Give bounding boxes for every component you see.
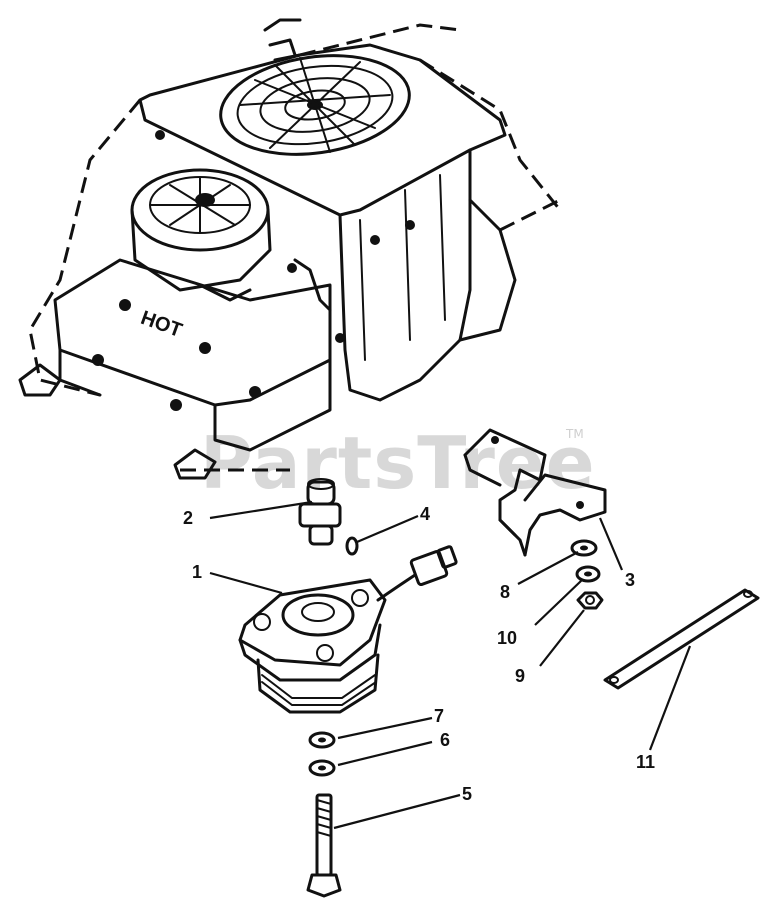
air-cleaner: [130, 168, 272, 302]
leader-9: [539, 609, 585, 667]
callout-3[interactable]: 3: [625, 570, 635, 590]
callout-11[interactable]: 11: [636, 752, 655, 772]
engine-dashed-outline-top: [299, 23, 461, 57]
engine-mount-ear-left: [18, 363, 62, 397]
watermark-trademark: TM: [565, 427, 584, 441]
engine-assembly[interactable]: HOT: [18, 18, 562, 480]
leader-4: [356, 514, 419, 544]
callout-10[interactable]: 10: [497, 628, 517, 648]
watermark-brand: PartsTree: [200, 421, 596, 505]
callout-6[interactable]: 6: [440, 730, 450, 750]
engine-dashed-outline-right: [419, 58, 562, 211]
engine-mount-ear-front: [173, 448, 217, 480]
part-4-ring[interactable]: [345, 536, 359, 556]
callout-9[interactable]: 9: [515, 666, 525, 686]
part-8-washer[interactable]: [570, 539, 598, 557]
leader-lines: [209, 500, 692, 830]
part-9-nut[interactable]: [576, 591, 604, 610]
leader-11: [648, 645, 692, 751]
engine-top-shroud: [138, 43, 507, 217]
part-11-brace[interactable]: [603, 588, 760, 690]
part-10-lock-washer[interactable]: [575, 565, 601, 583]
leader-1: [209, 571, 283, 595]
callout-4[interactable]: 4: [420, 504, 430, 524]
callout-labels: 2 4 1 3 8 10 9 11 7 6 5: [183, 504, 655, 804]
governor-linkage: [263, 18, 302, 62]
engine-dashed-outline-left: [28, 99, 142, 397]
leader-7: [337, 716, 433, 740]
leader-10: [534, 579, 583, 626]
part-1-electric-clutch[interactable]: [238, 545, 458, 714]
part-3-bracket[interactable]: [463, 428, 607, 557]
leader-3: [598, 517, 624, 571]
watermark: PartsTree TM: [200, 421, 596, 505]
leader-2: [209, 500, 313, 520]
leader-5: [333, 793, 461, 830]
engine-rear-housing: [458, 198, 517, 342]
leader-8: [517, 551, 579, 585]
hot-label: HOT: [138, 307, 185, 342]
callout-7[interactable]: 7: [434, 706, 444, 726]
flywheel-grill: [219, 54, 411, 156]
part-2-pto-switch[interactable]: [298, 478, 342, 546]
part-6-washer[interactable]: [308, 759, 336, 777]
callout-8[interactable]: 8: [500, 582, 510, 602]
throttle-cable: [293, 258, 332, 312]
callout-1[interactable]: 1: [192, 562, 202, 582]
callout-5[interactable]: 5: [462, 784, 472, 804]
callout-2[interactable]: 2: [183, 508, 193, 528]
engine-side-block: [338, 148, 472, 402]
part-7-washer[interactable]: [308, 731, 336, 749]
part-5-bolt[interactable]: [306, 793, 342, 898]
leader-6: [337, 740, 433, 767]
